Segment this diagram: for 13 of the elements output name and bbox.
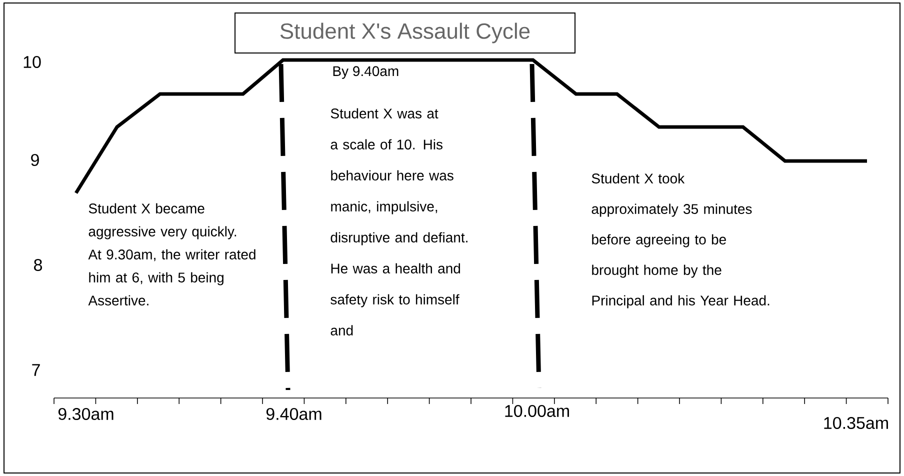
annotation-text: Student X became aggressive very quickly. At 9.30am, the writer rated him at 6, with 5 being Assertive. — [88, 203, 256, 306]
axis-value: 7 — [32, 364, 40, 376]
title-box: Student X's Assault Cycle — [234, 12, 576, 54]
annotation-text: By 9.40am — [333, 66, 398, 79]
axis-value: 10 — [24, 56, 41, 68]
axis-value: 8 — [34, 258, 42, 272]
time-label: 9.40am — [266, 408, 322, 420]
axis-value: 9 — [31, 154, 39, 166]
time-label: 9.30am — [58, 408, 114, 420]
time-label: 10.00am — [505, 404, 569, 418]
annotation-text: Student X took approximately 35 minutes before agreeing to be brought home by the Principal and his Year Head. — [592, 173, 770, 308]
time-label: 10.35am — [824, 416, 888, 430]
annotation-text: Student X was at a scale of 10. His behaviour here was manic, impulsive, disruptive and defiant. He was a health and safety risk to himself and — [330, 108, 468, 336]
